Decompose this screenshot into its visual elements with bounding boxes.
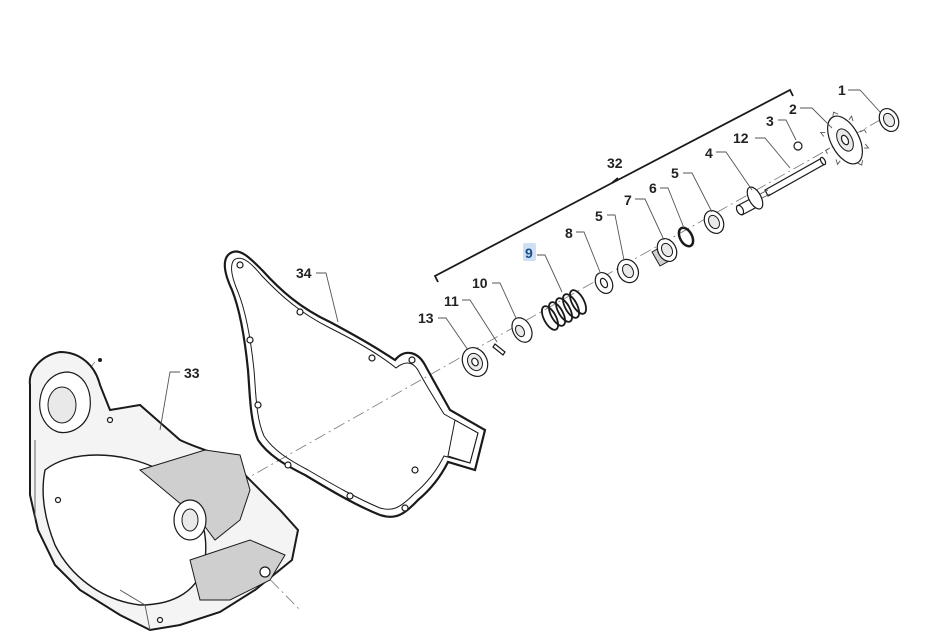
part-2-gear: [819, 111, 870, 166]
callout-4: 4: [705, 145, 713, 161]
part-1-bearing: [878, 107, 900, 133]
part-4-impeller-shaft: [735, 186, 764, 216]
callout-33: 33: [184, 365, 200, 381]
callout-12: 12: [733, 130, 749, 146]
callout-1: 1: [838, 82, 846, 98]
part-7-seal: [651, 237, 678, 267]
part-34-gasket: [223, 250, 487, 518]
part-3-ball: [793, 141, 803, 151]
part-5b-seal: [616, 258, 640, 284]
callout-11: 11: [444, 293, 459, 309]
callout-9-highlight: [523, 243, 536, 261]
callout-5a: 5: [671, 165, 679, 181]
part-13-bearing: [461, 347, 489, 377]
bracket-32: [433, 88, 794, 283]
callout-labels: 1 2 3 12 4 6 5 7 5 8 9 10 11 13 32 34 33: [184, 82, 846, 381]
callout-6: 6: [649, 180, 657, 196]
callout-2: 2: [789, 101, 797, 117]
callout-5b: 5: [595, 208, 603, 224]
part-6-circlip: [677, 226, 695, 248]
callout-7: 7: [624, 192, 632, 208]
callout-3: 3: [766, 113, 774, 129]
callout-9: 9: [525, 245, 533, 261]
callout-8: 8: [565, 225, 573, 241]
part-5a-seal: [703, 209, 725, 235]
part-33-clutch-cover: [28, 350, 300, 632]
callout-34: 34: [296, 265, 312, 281]
callout-10: 10: [472, 275, 488, 291]
part-9-spring: [541, 289, 587, 331]
part-11-pin: [492, 343, 506, 356]
callout-32: 32: [607, 155, 623, 171]
part-10-spring-seat: [511, 317, 533, 343]
part-12-shaft: [759, 156, 827, 199]
part-8-washer: [594, 271, 614, 295]
callout-13: 13: [418, 310, 434, 326]
leader-lines: [159, 89, 881, 431]
